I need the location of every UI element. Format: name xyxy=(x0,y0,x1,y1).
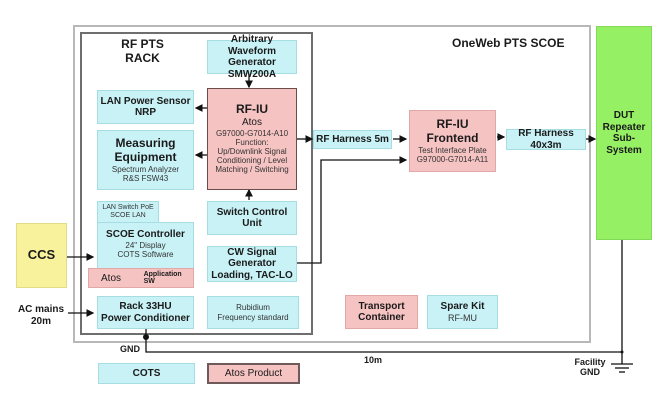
awg-line-1: Arbitrary Waveform xyxy=(228,34,276,57)
rfiu-line-2: Up/Downlink Signal xyxy=(217,147,287,157)
rfiu-part: G97000-G7014-A10 xyxy=(215,128,289,138)
ac-mains-line-1: AC mains xyxy=(17,304,65,315)
oneweb-scoe-frame xyxy=(73,25,591,343)
facility-line-1: Facility xyxy=(574,357,606,367)
power-line-2: Power Conditioner xyxy=(101,312,190,324)
frontend-sub-1: Test Interface Plate xyxy=(418,145,487,155)
gnd-label: GND xyxy=(120,344,140,354)
spare-kit-sub: RF-MU xyxy=(448,312,477,323)
awg-line-3: SMW200A xyxy=(227,68,277,80)
lan-switch-block[interactable]: LAN Switch PoE SCOE LAN xyxy=(97,201,159,223)
gnd-node xyxy=(143,334,149,340)
measuring-title-2: Equipment xyxy=(114,149,177,164)
transport-line-2: Container xyxy=(358,312,405,323)
power-line-1: Rack 33HU xyxy=(119,301,172,312)
cw-line-2: Generator xyxy=(228,258,276,270)
facility-line-2: GND xyxy=(580,367,600,378)
lan-switch-line-1: LAN Switch PoE xyxy=(102,203,154,211)
legend-atos-product: Atos Product xyxy=(207,363,300,384)
legend-cots: COTS xyxy=(98,363,195,384)
switch-control-block[interactable]: Switch Control Unit xyxy=(207,201,297,235)
spare-kit-title: Spare Kit xyxy=(440,301,485,313)
cw-line-1: CW Signal xyxy=(227,246,277,258)
harness-40-line-1: RF Harness xyxy=(518,128,574,139)
frontend-sub-2: G97000-G7014-A11 xyxy=(416,154,489,164)
measuring-equipment-block[interactable]: Measuring Equipment Spectrum Analyzer R&… xyxy=(97,130,194,190)
scoe-controller-sub-1: 24" Display xyxy=(125,240,166,250)
rfiu-block[interactable]: RF-IU Atos G97000-G7014-A10 Function: Up… xyxy=(207,88,297,190)
rack-title-line-2: RACK xyxy=(125,50,160,65)
lan-switch-line-2: SCOE LAN xyxy=(110,212,146,219)
rubidium-block[interactable]: Rubidium Frequency standard xyxy=(207,296,299,329)
app-sw-vendor: Atos xyxy=(101,272,122,284)
lan-power-line-2: NRP xyxy=(134,107,157,118)
facility-gnd-label: Facility GND xyxy=(570,357,610,378)
measuring-title-1: Measuring xyxy=(115,136,176,151)
dut-line-1: DUT xyxy=(613,110,635,121)
power-conditioner-block[interactable]: Rack 33HU Power Conditioner xyxy=(97,296,194,329)
rubidium-line-1: Rubidium xyxy=(236,303,270,313)
measuring-sub-2: R&S FSW43 xyxy=(122,173,169,183)
frontend-title-1: RF-IU xyxy=(436,117,469,132)
lan-power-sensor-block[interactable]: LAN Power Sensor NRP xyxy=(97,90,194,124)
cw-signal-block[interactable]: CW Signal Generator Loading, TAC-LO xyxy=(207,246,297,282)
cw-line-3: Loading, TAC-LO xyxy=(211,269,293,281)
legend-cots-label: COTS xyxy=(132,367,161,379)
awg-block[interactable]: Arbitrary Waveform Generator SMW200A xyxy=(207,34,297,80)
awg-line-2: Generator xyxy=(228,57,276,68)
ccs-block[interactable]: CCS xyxy=(16,223,67,288)
rf-pts-rack-title: RF PTS RACK xyxy=(105,37,180,66)
switch-control-line-1: Switch Control xyxy=(216,206,288,218)
transport-container-block[interactable]: Transport Container xyxy=(345,295,418,329)
rfiu-vendor: Atos xyxy=(241,117,262,129)
rf-harness-40x3m-block[interactable]: RF Harness 40x3m xyxy=(506,128,586,151)
rubidium-line-2: Frequency standard xyxy=(217,312,289,322)
rf-harness-5m-block[interactable]: RF Harness 5m xyxy=(313,130,392,149)
wire-gnd xyxy=(145,329,622,353)
frontend-title-2: Frontend xyxy=(426,130,479,145)
app-sw-label: Application SW xyxy=(143,271,182,285)
harness-40-line-2: 40x3m xyxy=(530,139,562,151)
oneweb-scoe-title: OneWeb PTS SCOE xyxy=(452,36,565,50)
spare-kit-block[interactable]: Spare Kit RF-MU xyxy=(427,295,498,329)
rfiu-line-1: Function: xyxy=(235,137,269,147)
lan-power-line-1: LAN Power Sensor xyxy=(100,95,191,107)
ccs-label: CCS xyxy=(27,247,56,263)
dut-line-4: System xyxy=(606,144,642,156)
rfiu-line-4: Matching / Switching xyxy=(215,165,289,175)
scoe-controller-title: SCOE Controller xyxy=(106,229,185,240)
wire-cw-frontend xyxy=(297,156,408,264)
dut-line-3: Sub- xyxy=(612,133,636,144)
rf-pts-rack-frame xyxy=(80,32,313,335)
rack-title-line-1: RF PTS xyxy=(121,37,164,51)
switch-control-line-2: Unit xyxy=(242,218,262,229)
scoe-controller-block[interactable]: SCOE Controller 24" Display COTS Softwar… xyxy=(97,222,194,270)
rfiu-line-3: Conditioning / Level xyxy=(216,156,288,166)
ten-m-label: 10m xyxy=(364,355,383,365)
application-sw-block[interactable]: Atos Application SW xyxy=(88,268,194,288)
rfiu-title: RF-IU xyxy=(236,102,268,117)
dut-line-2: Repeater xyxy=(602,121,646,133)
rfiu-frontend-block[interactable]: RF-IU Frontend Test Interface Plate G970… xyxy=(409,110,496,172)
transport-line-1: Transport xyxy=(358,300,405,312)
harness-5m-label: RF Harness 5m xyxy=(316,133,389,145)
dut-block[interactable]: DUT Repeater Sub- System xyxy=(596,26,652,240)
facility-gnd-node xyxy=(620,350,624,354)
measuring-sub-1: Spectrum Analyzer xyxy=(111,164,180,174)
scoe-controller-sub-2: COTS Software xyxy=(117,249,174,259)
ac-mains-label: AC mains 20m xyxy=(14,304,68,327)
legend-atos-label: Atos Product xyxy=(224,367,283,379)
ac-mains-line-2: 20m xyxy=(30,315,51,327)
